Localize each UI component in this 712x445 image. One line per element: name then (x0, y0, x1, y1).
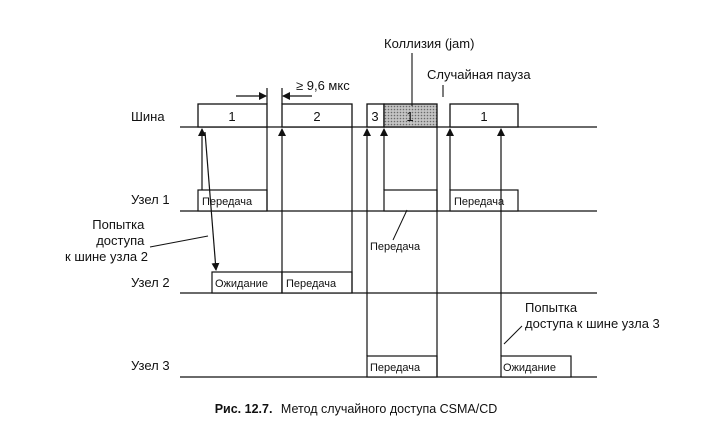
bus-frame (449, 103, 519, 128)
attempt-node3-label: Попытка доступа к шине узла 3 (525, 300, 660, 331)
bus-frame (197, 103, 268, 128)
collision-label: Коллизия (jam) (384, 36, 474, 51)
node1-transmit-label: Передача (202, 196, 253, 208)
bus-frame-label: 1 (406, 109, 413, 124)
random-pause-label: Случайная пауза (427, 67, 531, 82)
row-label-bus: Шина (131, 109, 165, 124)
bus-frame-label: 3 (371, 109, 378, 124)
attempt-node2-label: Попытка доступа к шине узла 2 (65, 217, 148, 264)
figure-caption: Рис. 12.7. Метод случайного доступа CSMA… (215, 402, 498, 416)
node2-transmit-label: Передача (286, 278, 337, 290)
bus-frame-label: 1 (480, 109, 487, 124)
row-label-node2: Узел 2 (131, 275, 170, 290)
node3-wait-box (500, 355, 572, 378)
node1-transmit-label: Передача (454, 196, 505, 208)
bus-frame (281, 103, 353, 128)
bus-frame-label: 1 (228, 109, 235, 124)
gap-label: ≥ 9,6 мкс (296, 78, 350, 93)
attempt-node3-pointer (503, 325, 523, 345)
row-label-node1: Узел 1 (131, 192, 170, 207)
node2-wait-label: Ожидание (215, 278, 268, 290)
node1-transmit-box (383, 189, 438, 212)
bus-frame-label: 2 (313, 109, 320, 124)
node3-transmit-label: Передача (370, 362, 421, 374)
attempt-node2-pointer (149, 235, 209, 248)
node1-transmit-pointer (392, 209, 408, 241)
node1-transmit-label: Передача (370, 241, 421, 253)
node2-attempt-arrow (204, 131, 220, 271)
node3-wait-label: Ожидание (503, 362, 556, 374)
row-label-node3: Узел 3 (131, 358, 170, 373)
bus-frame-collision (383, 103, 438, 128)
